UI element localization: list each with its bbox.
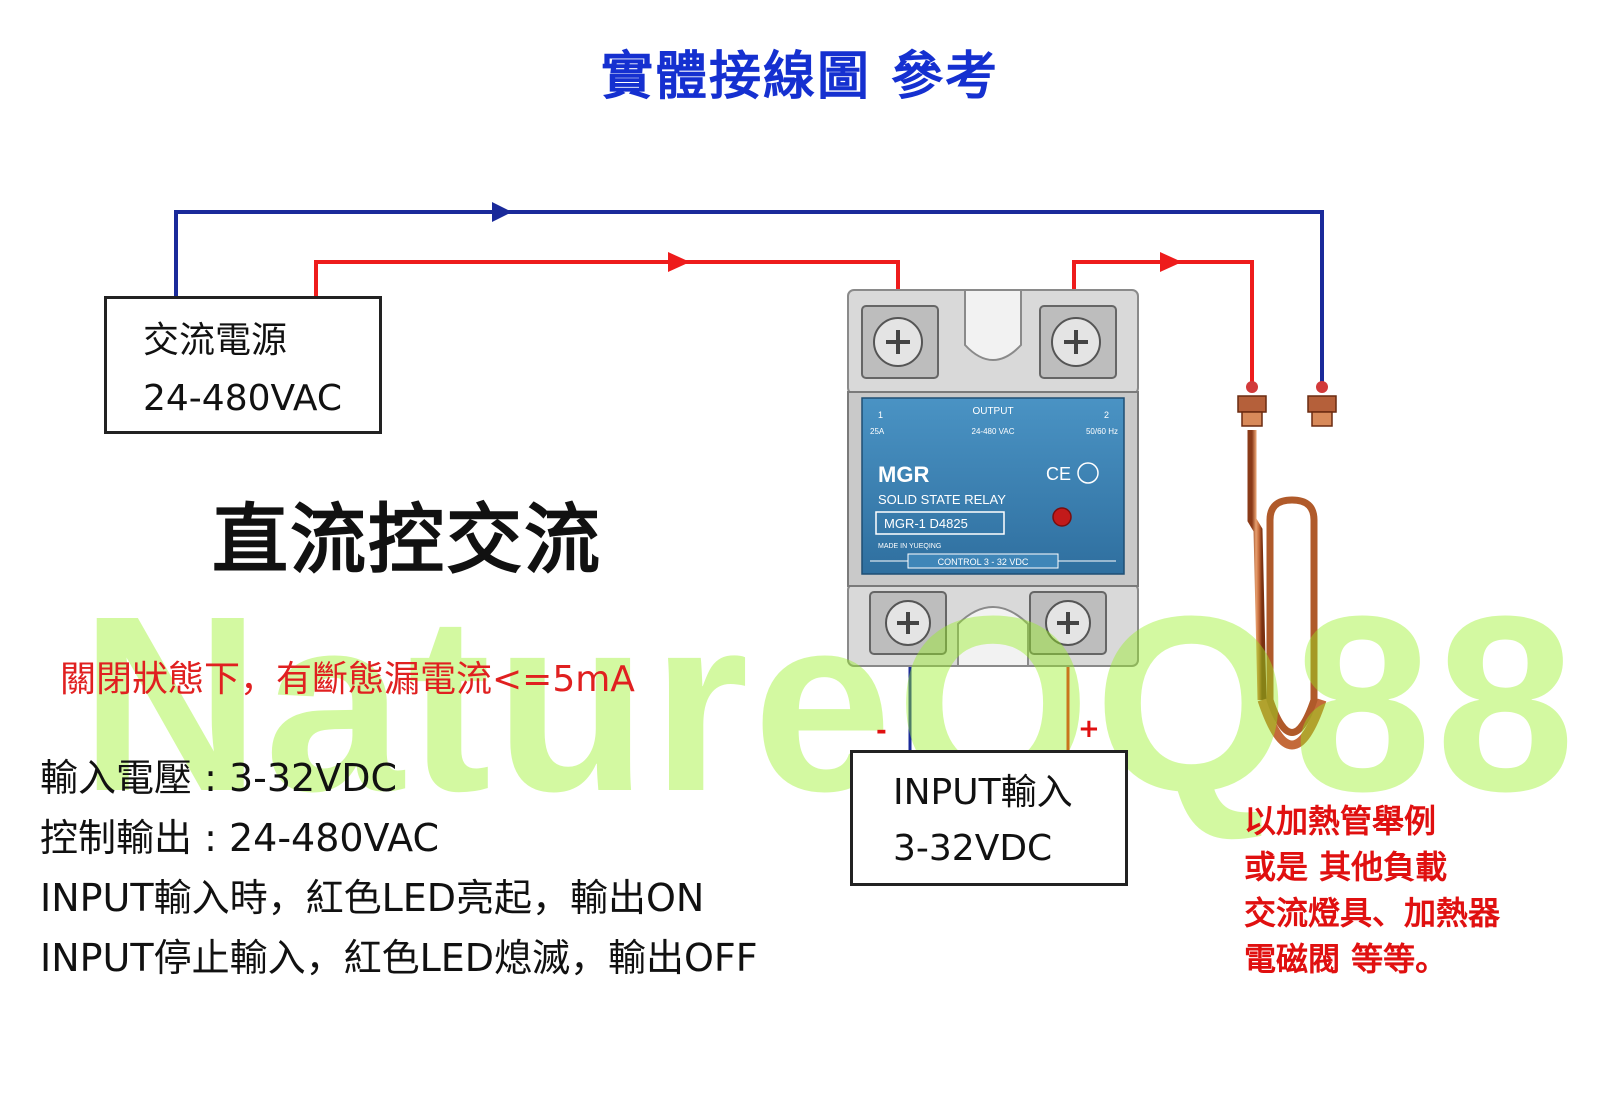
ac-source-voltage: 24-480VAC [143,378,342,419]
live-wire-in [314,252,900,345]
spec-led-off: INPUT停止輸入，紅色LED熄滅，輸出OFF [40,936,758,980]
leakage-note: 關閉狀態下，有斷態漏電流<=5mA [60,659,635,700]
watermark: NatureQQ88 [80,564,1579,843]
polarity-plus: + [1078,714,1100,744]
relay-terminal-1: 1 [878,410,883,420]
relay-led-indicator [1052,507,1072,527]
live-out-arrow-icon [1160,252,1182,272]
relay-made-in: MADE IN YUEQING [878,543,941,550]
relay-type: SOLID STATE RELAY [878,492,1006,507]
terminal-output-2 [1039,305,1117,379]
relay-model: MGR-1 D4825 [884,516,968,531]
relay-voltage: 24-480 VAC [972,427,1015,436]
spec-led-on: INPUT輸入時，紅色LED亮起，輸出ON [40,876,705,920]
relay-ce-mark: CE [1046,464,1071,484]
ac-source-label: 交流電源 [143,320,288,361]
load-note-line: 交流燈具、加熱器 [1244,894,1501,932]
input-box: INPUT輸入 3-32VDC [850,750,1128,886]
terminal-control-plus [1029,591,1107,655]
neutral-wire [174,202,1324,385]
relay-brand: MGR [878,462,929,487]
relay-ccc-icon [1077,462,1099,484]
relay-frequency: 50/60 Hz [1086,427,1118,436]
terminal-output-1 [861,305,939,379]
relay-control-range: CONTROL 3 - 32 VDC [938,557,1029,567]
load-note-line: 或是 其他負載 [1244,848,1448,886]
input-voltage: 3-32VDC [893,828,1053,869]
headline: 直流控交流 [212,495,602,584]
relay-terminal-2: 2 [1104,410,1109,420]
relay-output-label: OUTPUT [972,406,1013,417]
heater-tube [1237,381,1337,750]
load-note-line: 以加熱管舉例 [1244,802,1437,840]
ac-source-box: 交流電源 24-480VAC [104,296,382,434]
neutral-arrow-icon [492,202,512,222]
spec-list: 輸入電壓 : 3-32VDC 控制輸出 : 24-480VAC INPUT輸入時… [40,748,758,988]
spec-input-voltage: 輸入電壓 : 3-32VDC [40,756,397,800]
terminal-control-minus [869,591,947,655]
relay-current: 25A [870,427,885,436]
page-title: 實體接線圖 參考 [600,47,1000,107]
load-note: 以加熱管舉例 或是 其他負載 交流燈具、加熱器 電磁閥 等等。 [1244,798,1500,982]
live-arrow-icon [668,252,690,272]
polarity-minus: - [876,716,887,746]
load-note-line: 電磁閥 等等。 [1244,940,1448,978]
input-label: INPUT輸入 [893,772,1073,813]
spec-control-output: 控制輸出 : 24-480VAC [40,816,439,860]
solid-state-relay: OUTPUT 1 2 25A 24-480 VAC 50/60 Hz MGR C… [847,289,1139,667]
